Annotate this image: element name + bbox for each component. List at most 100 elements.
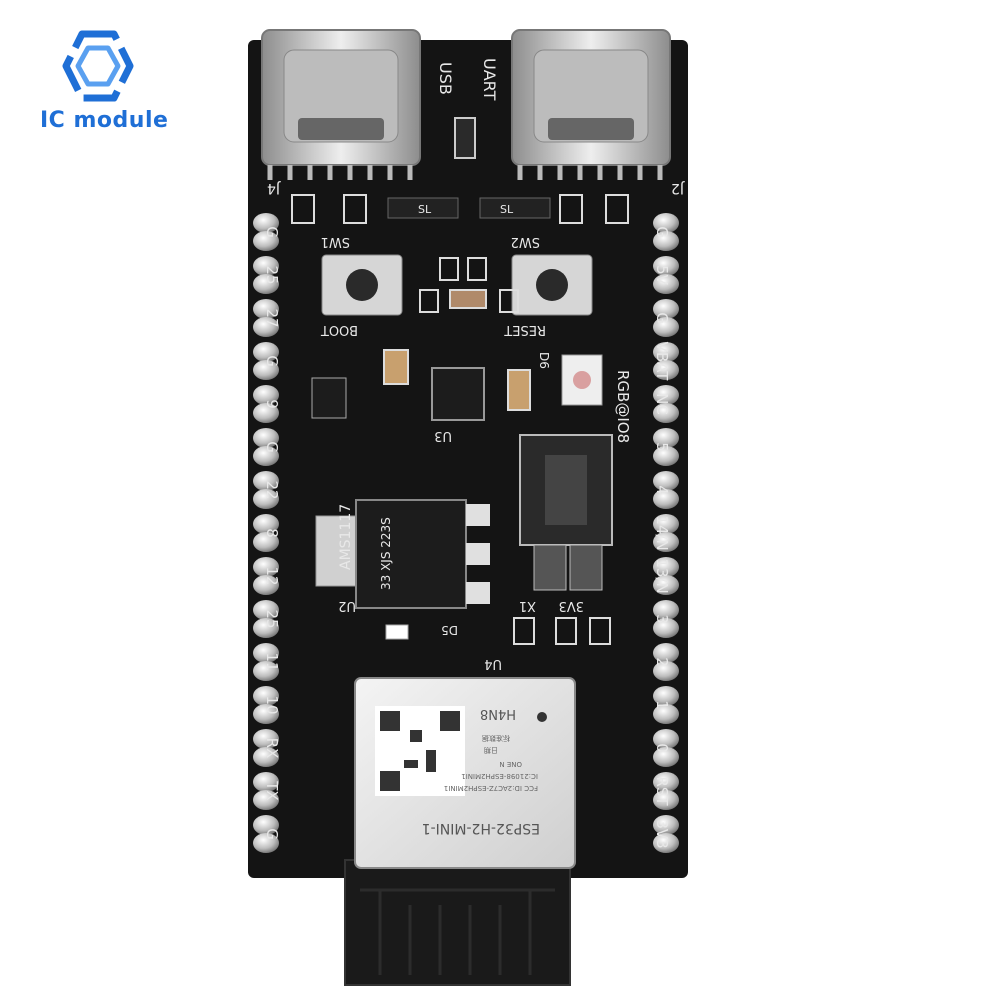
right-pin-label: 4	[653, 485, 671, 495]
right-header-pin	[653, 360, 679, 380]
right-pin-label: VBAT	[653, 342, 671, 382]
right-header-pin	[653, 471, 679, 491]
left-pin-label: 8	[263, 528, 281, 538]
uart-label: UART	[480, 58, 499, 101]
left-header-pin	[253, 256, 279, 276]
right-pin-label: 5	[653, 442, 671, 452]
right-header-pin	[653, 618, 679, 638]
right-header-pin	[653, 532, 679, 552]
right-header-pin	[653, 514, 679, 534]
right-header-pin	[653, 446, 679, 466]
right-header-pin	[653, 815, 679, 835]
right-header-pin	[653, 299, 679, 319]
left-header-pin	[253, 274, 279, 294]
left-pin-label: RX	[263, 738, 281, 759]
j2-label: J2	[671, 180, 685, 196]
left-header-pin	[253, 428, 279, 448]
left-header-pin	[253, 600, 279, 620]
right-header-pin	[653, 747, 679, 767]
right-header-pin	[653, 231, 679, 251]
left-header-pin	[253, 514, 279, 534]
left-header-pin	[253, 231, 279, 251]
right-header-pin	[653, 274, 679, 294]
sw2-label: SW2	[511, 234, 540, 249]
right-header-pin	[653, 833, 679, 853]
left-header-pin	[253, 403, 279, 423]
module-line-5: 日期	[484, 746, 498, 754]
left-header-pin	[253, 772, 279, 792]
left-pin-label: G	[263, 441, 281, 453]
left-header-pin	[253, 686, 279, 706]
boot-label: BOOT	[321, 322, 358, 337]
right-header-pin	[653, 213, 679, 233]
right-pin-label: 5V	[653, 265, 671, 286]
left-header-pin	[253, 299, 279, 319]
left-header-pin	[253, 471, 279, 491]
module-label: ESP32-H2-MINI-1	[422, 820, 540, 836]
brand-logo	[36, 30, 186, 140]
left-pin-label: G	[263, 226, 281, 238]
right-pin-label: NC	[653, 393, 671, 415]
left-header-pin	[253, 661, 279, 681]
right-header-pin	[653, 557, 679, 577]
rgb-label: RGB@IO8	[614, 370, 632, 443]
esp32-module	[354, 677, 576, 869]
left-header-pin	[253, 342, 279, 362]
left-header-pin	[253, 833, 279, 853]
left-header-pin	[253, 815, 279, 835]
regulator-label: AMS1117	[338, 504, 354, 570]
usb-c-connector-uart[interactable]	[511, 29, 671, 180]
left-pin-label: 9	[263, 399, 281, 409]
left-header-pin	[253, 446, 279, 466]
left-header-pin	[253, 618, 279, 638]
left-pin-label: TX	[263, 780, 281, 800]
rgb-led	[561, 354, 603, 406]
regulator-code: 33 XJS 223S	[379, 517, 393, 590]
left-header-pin	[253, 575, 279, 595]
left-pin-header	[253, 213, 279, 853]
right-pin-label: 1	[653, 700, 671, 710]
right-pin-label: 14/N	[653, 515, 671, 550]
x1-label: X1	[519, 598, 536, 613]
right-pin-label: 2	[653, 657, 671, 667]
left-pin-label: 11	[263, 652, 281, 671]
usb-label: USB	[436, 62, 455, 95]
module-line-1: FCC ID:2AC7Z-ESPH2MINI1	[444, 784, 538, 792]
right-pin-label: 3	[653, 614, 671, 624]
left-pin-label: 12	[263, 566, 281, 585]
right-header-pin	[653, 428, 679, 448]
right-pin-label: 13/N	[653, 558, 671, 593]
left-header-pin	[253, 557, 279, 577]
right-header-pin	[653, 661, 679, 681]
reset-label: RESET	[504, 322, 546, 337]
right-header-pin	[653, 772, 679, 792]
left-header-pin	[253, 213, 279, 233]
pcb-body	[248, 40, 688, 878]
right-header-pin	[653, 256, 679, 276]
reset-switch[interactable]	[511, 254, 593, 316]
left-pin-label: 10	[263, 695, 281, 714]
module-code: H4N8	[480, 706, 516, 721]
left-header-pin	[253, 360, 279, 380]
usb-c-connector-usb[interactable]	[261, 29, 421, 180]
antenna-area	[344, 859, 571, 986]
module-line-2: IC:21098-ESPH2MINI1	[461, 772, 538, 780]
sw1-label: SW1	[321, 234, 350, 249]
left-header-pin	[253, 704, 279, 724]
right-pin-label: G	[653, 312, 671, 324]
right-header-pin	[653, 729, 679, 749]
left-header-pin	[253, 317, 279, 337]
left-header-pin	[253, 532, 279, 552]
right-header-pin	[653, 704, 679, 724]
left-pin-label: 25	[263, 265, 281, 284]
right-header-pin	[653, 385, 679, 405]
diode-label-1: SL	[418, 203, 432, 216]
jumper-header[interactable]	[533, 544, 603, 591]
left-pin-label: G	[263, 828, 281, 840]
voltage-regulator	[315, 499, 490, 609]
left-header-pin	[253, 643, 279, 663]
boot-switch[interactable]	[321, 254, 403, 316]
module-line-3: ONE N	[499, 760, 522, 768]
